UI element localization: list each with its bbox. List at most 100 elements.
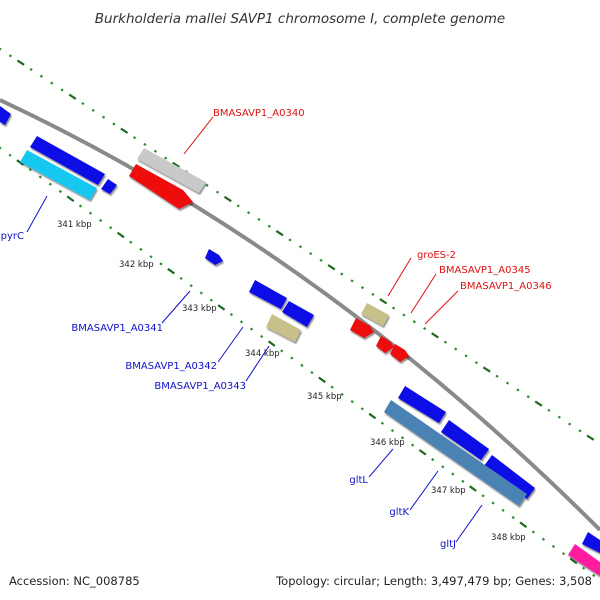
inner-tick-row-minor-tick (360, 407, 364, 411)
outer-tick-row-major-tick (223, 195, 232, 203)
inner-tick-row-minor-tick (501, 508, 505, 512)
gene-block-a0341-1 (249, 280, 287, 309)
gene-block-partial-left (0, 106, 11, 125)
outer-tick-row-minor-tick (257, 217, 261, 222)
inner-tick-row-minor-tick (330, 385, 334, 389)
outer-tick-row-major-tick (482, 366, 491, 373)
scale-label-345: 345 kbp (307, 392, 342, 402)
leader-gltJ (455, 504, 483, 543)
leader-a0341 (161, 290, 191, 324)
topology-summary: Topology: circular; Length: 3,497,479 bp… (275, 574, 592, 588)
outer-tick-row-minor-tick (454, 347, 458, 351)
chromosome-backbone (0, 98, 600, 532)
outer-tick-row-minor-tick (474, 361, 478, 365)
gene-label-a0345: BMASAVP1_A0345 (439, 265, 531, 276)
gene-label-groES2: groES-2 (417, 250, 456, 261)
outer-tick-row-minor-tick (391, 306, 396, 310)
gene-block-groES2 (361, 303, 389, 326)
gene-label-gltK: gltK (389, 507, 409, 518)
outer-tick-row-minor-tick (464, 354, 468, 358)
leader-a0342 (217, 326, 244, 363)
inner-tick-row-minor-tick (0, 146, 2, 150)
outer-tick-row-major-tick (275, 229, 284, 237)
inner-tick-row-minor-tick (410, 443, 415, 447)
inner-tick-row-minor-tick (159, 262, 163, 266)
outer-tick-row-minor-tick (547, 408, 551, 412)
outer-tick-row-minor-tick (267, 224, 271, 228)
scale-label-347: 347 kbp (431, 486, 466, 496)
inner-tick-row-minor-tick (511, 515, 515, 520)
gene-label-gltL: gltL (349, 475, 368, 486)
outer-tick-row-minor-tick (526, 395, 530, 399)
outer-tick-row-minor-tick (133, 136, 137, 140)
outer-tick-row-minor-tick (8, 54, 12, 58)
inner-tick-row-major-tick (16, 159, 25, 166)
leader-a0340 (183, 116, 214, 155)
inner-tick-row-minor-tick (340, 392, 344, 396)
outer-tick-row-minor-tick (102, 115, 106, 119)
outer-tick-row-minor-tick (505, 381, 510, 385)
outer-tick-row-minor-tick (39, 74, 43, 78)
outer-tick-row-minor-tick (81, 101, 85, 106)
inner-tick-row-minor-tick (551, 544, 556, 549)
inner-tick-row-minor-tick (310, 371, 314, 375)
scale-label-348: 348 kbp (491, 533, 526, 543)
outer-tick-row-minor-tick (298, 245, 302, 249)
outer-tick-row-minor-tick (557, 415, 561, 419)
inner-tick-row-minor-tick (109, 226, 113, 230)
leader-a0345 (410, 273, 437, 314)
gene-arrow-a0340-red (129, 164, 193, 209)
outer-tick-row-minor-tick (568, 422, 572, 426)
gene-label-a0342: BMASAVP1_A0342 (125, 361, 217, 372)
leader-a0346 (424, 290, 459, 325)
gene-block-gltL (398, 386, 446, 423)
inner-tick-row-minor-tick (28, 168, 32, 172)
gene-block-a0342 (266, 314, 301, 342)
gene-label-gltJ: gltJ (440, 539, 456, 550)
gene-label-a0341: BMASAVP1_A0341 (71, 323, 163, 334)
inner-tick-row-major-tick (569, 557, 578, 565)
outer-tick-row-minor-tick (288, 238, 292, 242)
outer-tick-row-minor-tick (402, 313, 406, 317)
outer-tick-row-minor-tick (153, 149, 157, 153)
scale-label-342: 342 kbp (119, 260, 154, 270)
outer-tick-row-minor-tick (164, 156, 168, 160)
inner-tick-row-major-tick (116, 231, 125, 239)
inner-tick-row-minor-tick (431, 457, 435, 462)
accession-text: Accession: NC_008785 (9, 574, 140, 588)
map-title: Burkholderia mallei SAVP1 chromosome I, … (95, 11, 505, 27)
leader-a0343 (245, 345, 270, 382)
scale-label-341: 341 kbp (57, 220, 92, 230)
outer-tick-row-minor-tick (60, 88, 64, 92)
outer-tick-row-minor-tick (319, 258, 323, 262)
gene-arrow-342 (205, 249, 223, 265)
outer-tick-row-major-tick (534, 400, 543, 407)
inner-tick-row-minor-tick (58, 189, 63, 194)
inner-tick-row-major-tick (469, 485, 477, 492)
inner-tick-row-major-tick (66, 195, 75, 202)
inner-tick-row-minor-tick (38, 175, 42, 179)
outer-tick-row-major-tick (16, 59, 25, 66)
outer-tick-row-minor-tick (0, 47, 2, 51)
inner-tick-row-minor-tick (48, 182, 52, 186)
inner-tick-row-minor-tick (99, 218, 103, 223)
gene-block-gltJ (384, 400, 527, 506)
inner-tick-row-minor-tick (88, 211, 93, 215)
inner-tick-row-minor-tick (390, 429, 395, 433)
inner-tick-row-minor-tick (582, 566, 586, 570)
outer-tick-row-minor-tick (205, 183, 209, 187)
outer-tick-row-minor-tick (91, 108, 95, 112)
gene-block-magenta (568, 544, 600, 576)
gene-block-a0340 (137, 148, 206, 193)
inner-tick-row-minor-tick (280, 349, 284, 353)
inner-tick-row-minor-tick (8, 153, 12, 157)
inner-tick-row-minor-tick (592, 573, 596, 578)
outer-tick-row-minor-tick (215, 190, 220, 194)
inner-tick-row-major-tick (418, 449, 427, 456)
inner-tick-row-minor-tick (561, 552, 566, 556)
outer-tick-row-minor-tick (423, 326, 427, 331)
inner-tick-row-minor-tick (350, 399, 354, 404)
inner-tick-row-minor-tick (189, 284, 193, 288)
outer-tick-row-minor-tick (340, 272, 344, 276)
outer-tick-row-minor-tick (578, 429, 582, 433)
